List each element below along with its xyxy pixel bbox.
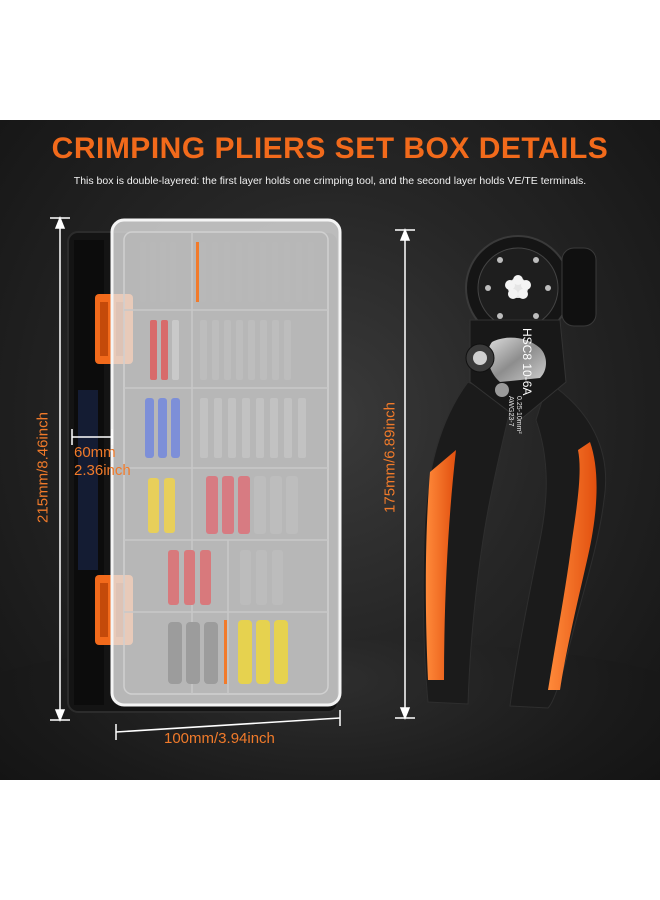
box-depth-mm-label: 60mm — [74, 444, 116, 461]
product-image-panel: CRIMPING PLIERS SET BOX DETAILS This box… — [0, 120, 660, 780]
tool-range-awg-engraving: AWG23-7 — [507, 396, 514, 427]
plier-handle-right — [509, 381, 607, 709]
plier-handle-left — [422, 381, 513, 705]
tool-length-label: 175mm/6.89inch — [381, 402, 399, 513]
box-width-dimension — [115, 710, 341, 740]
page-title: CRIMPING PLIERS SET BOX DETAILS — [51, 132, 609, 165]
product-illustration — [50, 215, 607, 740]
box-height-dimension — [50, 215, 70, 723]
terminals-blue — [145, 398, 306, 458]
terminals-grey-small — [140, 242, 314, 302]
terminals-red-large — [168, 550, 283, 605]
box-width-label: 100mm/3.94inch — [164, 730, 275, 747]
crimping-pliers — [422, 235, 607, 709]
tool-model-engraving: HSC8 10-6A — [520, 328, 534, 396]
box-height-label: 215mm/8.46inch — [34, 412, 52, 523]
page-subtitle: This box is double-layered: the first la… — [73, 175, 587, 187]
storage-box — [67, 218, 342, 713]
plier-head — [465, 235, 597, 421]
terminals-red-small — [150, 320, 291, 380]
tool-range-mm-engraving: 0.25-10mm² — [515, 396, 522, 434]
crimp-die-icon — [505, 275, 531, 299]
box-depth-inch-label: 2.36inch — [74, 462, 131, 479]
box-depth-dimension — [71, 429, 113, 445]
tool-length-dimension — [395, 227, 415, 721]
terminals-grey-yellow-large — [168, 620, 288, 684]
terminals-yellow-red — [148, 476, 298, 534]
